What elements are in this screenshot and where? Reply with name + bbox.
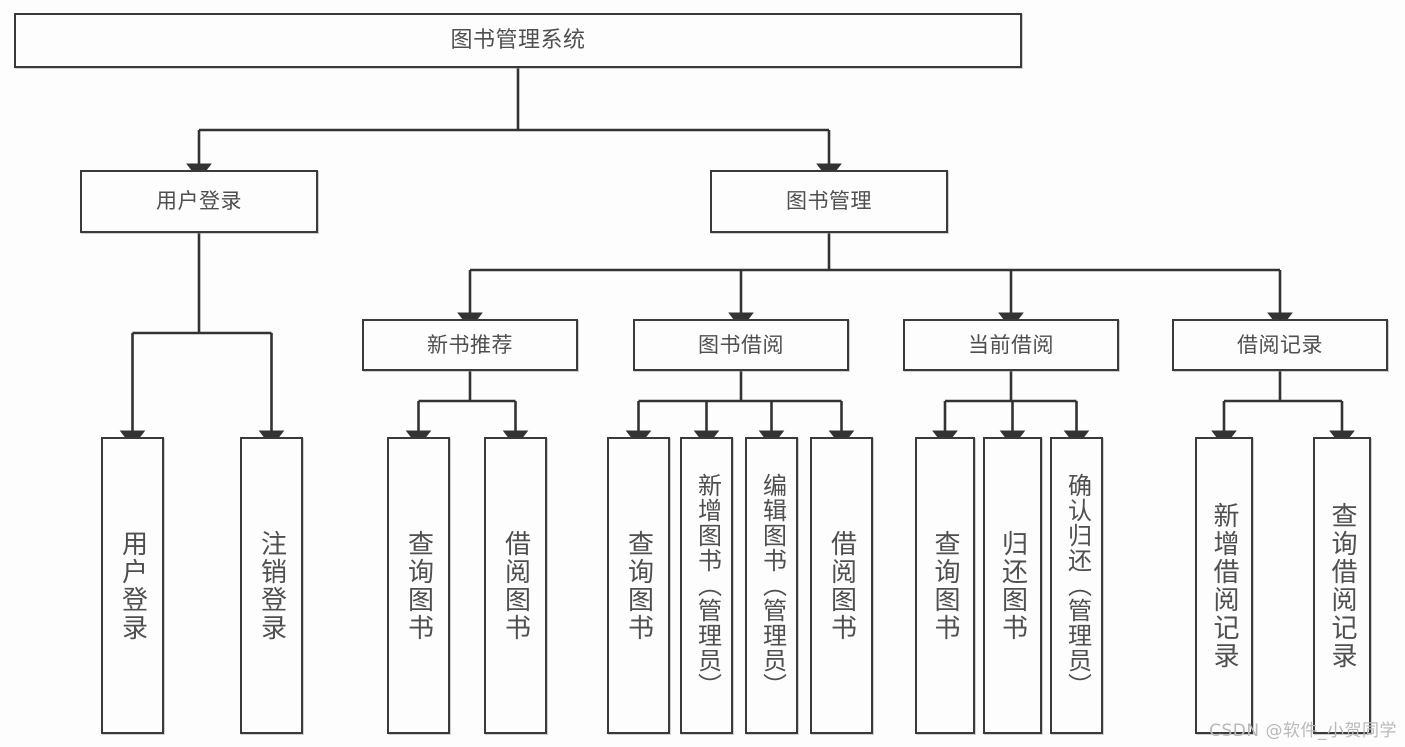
node-label: 查询图书 (930, 529, 961, 642)
node-l-b2[interactable]: 借阅图书 (810, 437, 873, 734)
node-label: 注销登录 (256, 529, 287, 642)
node-l-add[interactable]: 新增图书（管理员） (680, 437, 733, 734)
node-label: 确认归还（管理员） (1063, 473, 1092, 698)
node-label: 借阅记录 (1237, 332, 1323, 357)
node-label: 归还图书 (997, 529, 1028, 642)
node-label: 用户登录 (156, 189, 242, 213)
node-label: 查询图书 (623, 529, 654, 642)
node-l-edit[interactable]: 编辑图书（管理员） (745, 437, 798, 734)
node-label: 查询借阅记录 (1327, 501, 1358, 670)
node-l-logout[interactable]: 注销登录 (240, 437, 303, 734)
node-label: 用户登录 (117, 529, 148, 642)
node-label: 新增借阅记录 (1209, 501, 1240, 670)
node-label: 图书管理 (786, 189, 872, 213)
node-root[interactable]: 图书管理系统 (14, 13, 1022, 68)
node-l-return[interactable]: 归还图书 (983, 437, 1042, 734)
node-current[interactable]: 当前借阅 (903, 319, 1119, 371)
node-label: 编辑图书（管理员） (758, 473, 787, 698)
node-label: 借阅图书 (500, 529, 531, 642)
node-l-q3[interactable]: 查询图书 (915, 437, 975, 734)
node-bookmgmt[interactable]: 图书管理 (710, 170, 948, 233)
node-label: 图书管理系统 (450, 27, 586, 53)
node-records[interactable]: 借阅记录 (1172, 319, 1388, 371)
node-l-confirm[interactable]: 确认归还（管理员） (1050, 437, 1103, 734)
node-l-login[interactable]: 用户登录 (101, 437, 164, 734)
node-label: 图书借阅 (698, 332, 784, 357)
node-l-addrec[interactable]: 新增借阅记录 (1195, 437, 1253, 734)
node-label: 新增图书（管理员） (693, 473, 722, 698)
node-newrec[interactable]: 新书推荐 (362, 319, 578, 371)
node-label: 借阅图书 (826, 529, 857, 642)
node-l-qrec[interactable]: 查询借阅记录 (1313, 437, 1371, 734)
node-label: 当前借阅 (968, 332, 1054, 357)
node-l-q1[interactable]: 查询图书 (387, 437, 450, 734)
node-l-q2[interactable]: 查询图书 (607, 437, 670, 734)
watermark-text: CSDN @软件_小贺同学 (1209, 721, 1397, 741)
node-borrow[interactable]: 图书借阅 (633, 319, 849, 371)
node-label: 查询图书 (403, 529, 434, 642)
node-login[interactable]: 用户登录 (80, 170, 318, 233)
node-label: 新书推荐 (427, 332, 513, 357)
node-l-b1[interactable]: 借阅图书 (484, 437, 547, 734)
